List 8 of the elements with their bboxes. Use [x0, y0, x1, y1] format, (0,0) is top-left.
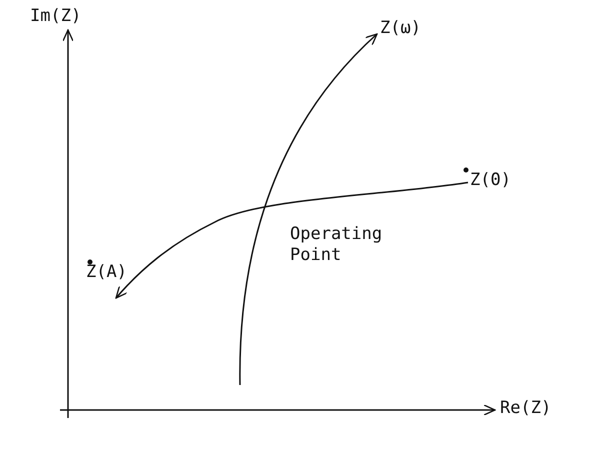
curve-arrow: [239, 33, 378, 385]
point-label: Z(A): [86, 262, 127, 283]
curve-arrow: [115, 182, 468, 299]
point-label: Z(0): [470, 170, 511, 191]
point-label: Z(ω): [380, 18, 421, 39]
axis-label: Re(Z): [500, 398, 552, 419]
annotation-text: Operating Point: [290, 224, 384, 266]
axis-label: Im(Z): [30, 6, 82, 27]
